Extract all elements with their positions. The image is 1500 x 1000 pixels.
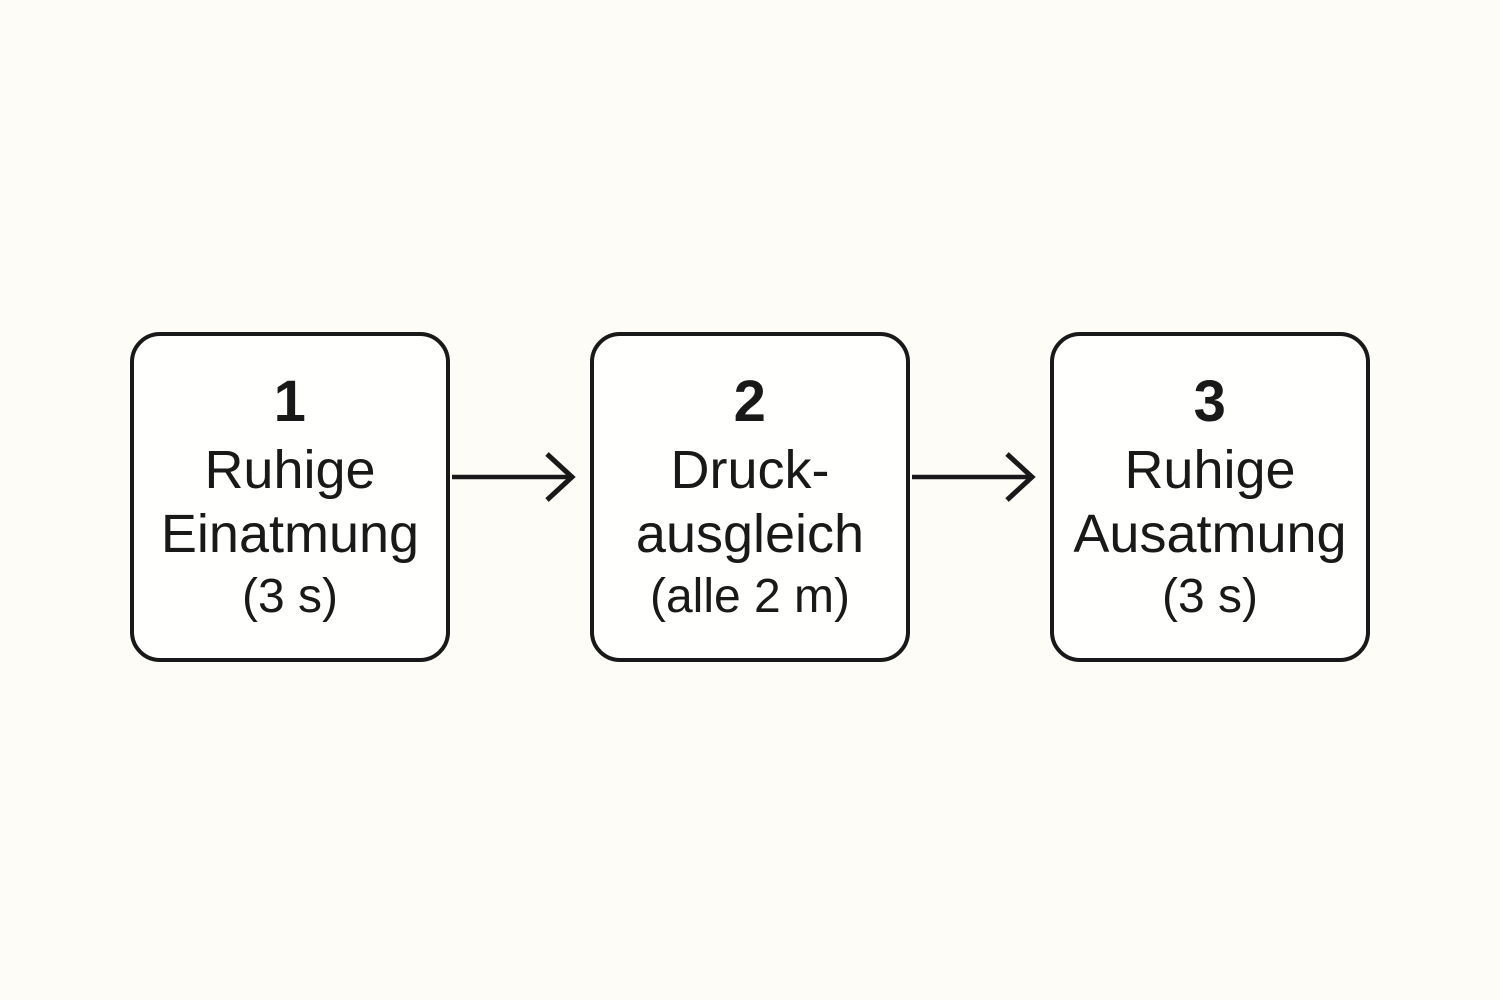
step-title-line: Ruhige	[204, 440, 376, 500]
step-title-line: Ausatmung	[1073, 504, 1347, 564]
step-title-line: Einatmung	[160, 504, 420, 564]
step-box-2: 2 Druck- ausgleich (alle 2 m)	[590, 332, 910, 662]
step-number: 3	[1193, 369, 1227, 434]
step-detail: (3 s)	[1162, 570, 1258, 623]
step-detail: (alle 2 m)	[649, 570, 851, 623]
step-title-line: Ruhige	[1124, 440, 1296, 500]
step-box-3: 3 Ruhige Ausatmung (3 s)	[1050, 332, 1370, 662]
step-number: 2	[733, 369, 767, 434]
flow-row: 1 Ruhige Einatmung (3 s) 2 Druck- ausgle…	[130, 332, 1370, 662]
right-arrow-icon	[452, 452, 576, 502]
right-arrow-icon	[912, 452, 1036, 502]
connector-2	[910, 336, 1050, 658]
step-number: 1	[273, 369, 307, 434]
step-box-1: 1 Ruhige Einatmung (3 s)	[130, 332, 450, 662]
connector-1	[450, 336, 590, 658]
step-detail: (3 s)	[242, 570, 338, 623]
step-title-line: Druck-	[670, 440, 830, 500]
step-title-line: ausgleich	[635, 504, 865, 564]
